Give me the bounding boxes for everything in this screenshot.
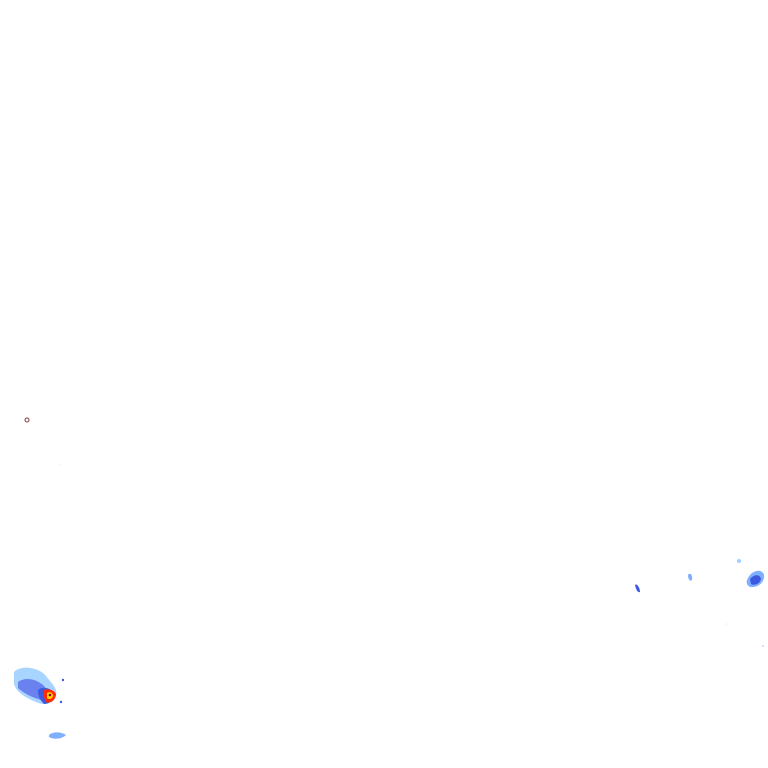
cell-east-a-shape <box>635 584 640 593</box>
cell-east-c <box>737 559 765 588</box>
cell-east-b <box>688 573 693 581</box>
cell-east-c-fleck <box>737 559 741 563</box>
cell-southwest <box>14 667 65 704</box>
location-ring-icon <box>24 417 30 423</box>
cell-east-c-core <box>750 575 761 585</box>
cell-southwest-fleck-a <box>61 678 65 682</box>
cell-east-speckle-b <box>726 623 728 625</box>
cell-east-speckle <box>59 464 765 648</box>
cell-southwest-extreme <box>48 693 52 697</box>
cell-southwest-fringe <box>49 732 66 739</box>
cell-east-speckle-a <box>761 644 765 648</box>
cell-southwest-fleck-b <box>59 700 63 704</box>
cell-southwest-fringe-shape <box>49 732 66 739</box>
cell-east-b-shape <box>688 573 693 581</box>
cell-east-speckle-c <box>59 464 61 466</box>
cell-east-a <box>635 584 640 593</box>
